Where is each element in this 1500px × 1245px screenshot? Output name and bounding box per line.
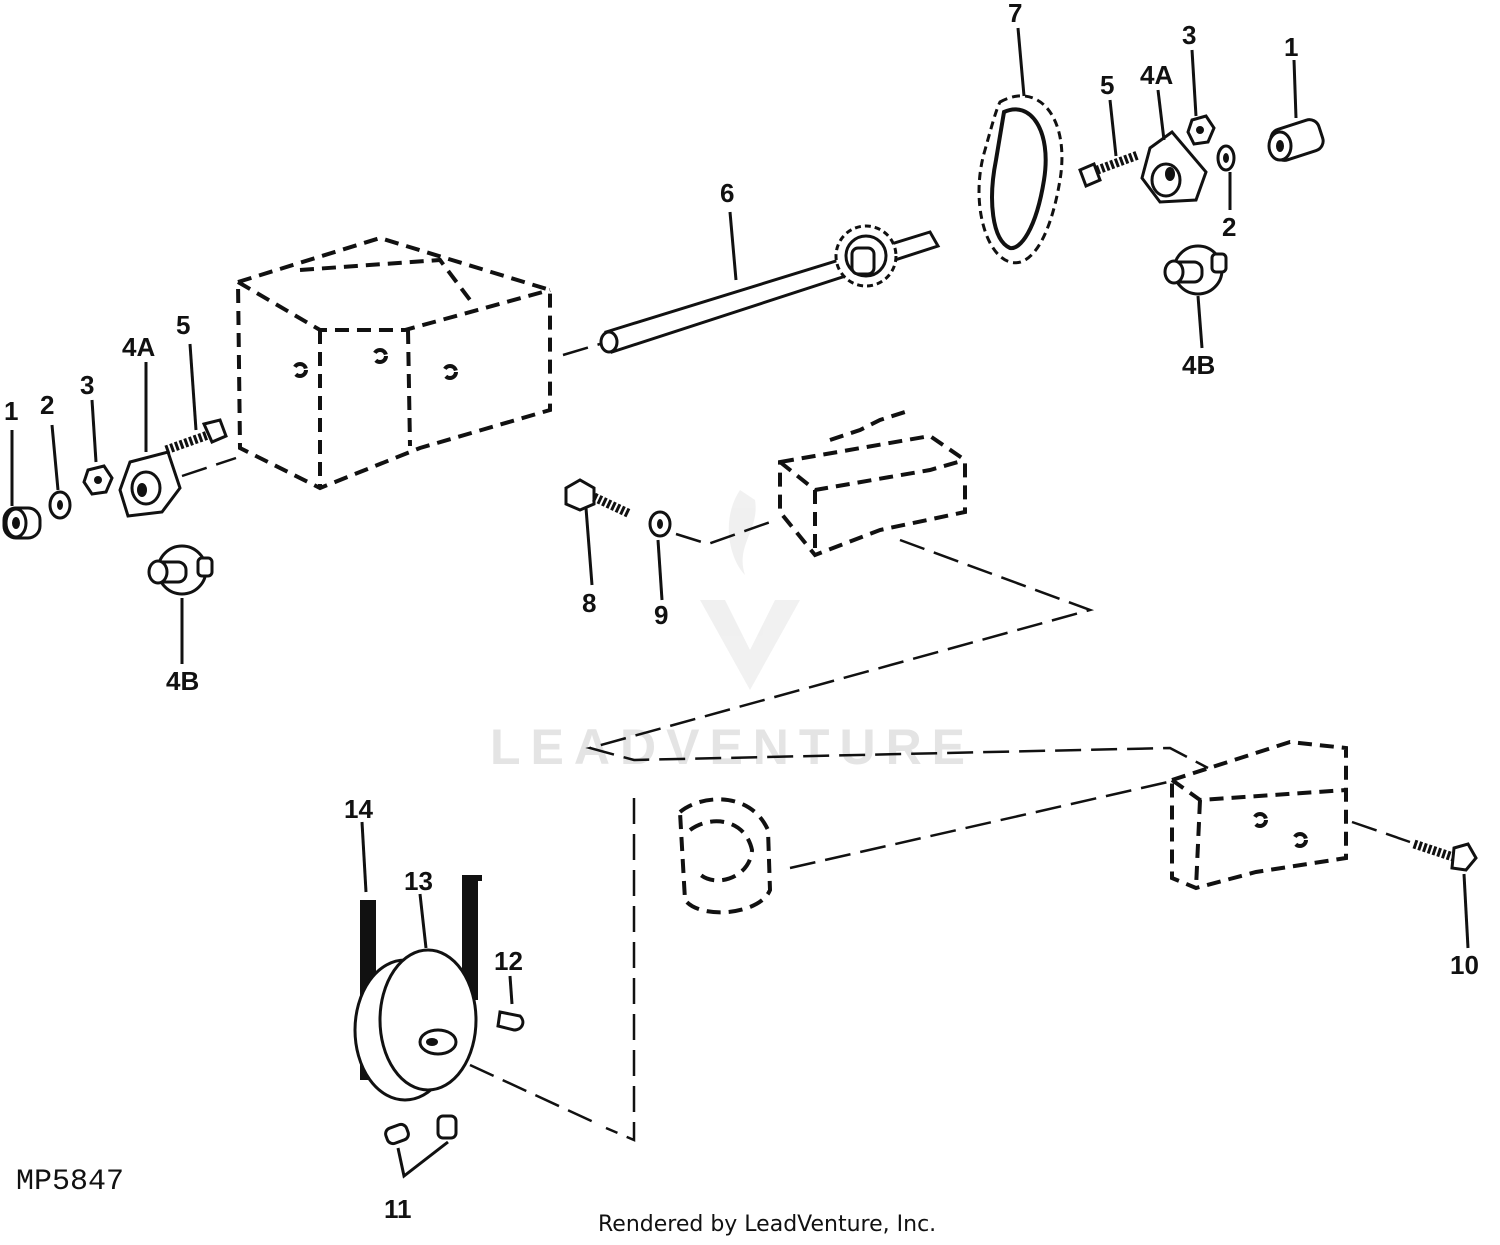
drive-chain — [977, 94, 1064, 265]
washer-left — [48, 490, 72, 520]
flange-bearing-4a-left — [118, 450, 182, 518]
pulley — [353, 948, 478, 1102]
bolt-left — [164, 418, 228, 455]
bearing-4b-left — [147, 544, 214, 596]
callout-13: 13 — [404, 866, 433, 896]
render-credit: Rendered by LeadVenture, Inc. — [598, 1212, 937, 1237]
bolt-right — [1078, 150, 1140, 188]
mounting-bracket — [778, 410, 967, 558]
callout-5-left: 5 — [176, 310, 190, 340]
callout-4a-right: 4A — [1140, 60, 1173, 90]
callout-5-right: 5 — [1100, 70, 1114, 100]
callout-2-right: 2 — [1222, 212, 1236, 242]
key-12 — [496, 1010, 525, 1032]
gearbox-housing — [235, 235, 552, 491]
sprocket — [834, 224, 898, 288]
callout-14: 14 — [344, 794, 373, 824]
callout-1-right: 1 — [1284, 32, 1298, 62]
callout-6: 6 — [720, 178, 734, 208]
bearing-4b-right — [1163, 244, 1228, 296]
callout-12: 12 — [494, 946, 523, 976]
callout-1-left: 1 — [4, 396, 18, 426]
watermark-logo-icon — [700, 490, 800, 690]
nut-right — [1186, 114, 1216, 146]
callout-4a-left: 4A — [122, 332, 155, 362]
flange-bearing-4a-right — [1140, 129, 1208, 204]
callout-8: 8 — [582, 588, 596, 618]
output-block — [1170, 739, 1348, 891]
leader-lines — [10, 27, 1470, 1179]
lock-washer-9 — [648, 510, 672, 538]
bolt-8 — [564, 478, 632, 519]
watermark-text: LEADVENTURE — [490, 719, 976, 775]
figure-id: MP5847 — [16, 1165, 125, 1199]
callout-10: 10 — [1450, 950, 1479, 980]
callout-2-left: 2 — [40, 390, 54, 420]
callout-3-right: 3 — [1182, 20, 1196, 50]
callout-4b-right: 4B — [1182, 350, 1215, 380]
callout-7: 7 — [1008, 0, 1022, 28]
bushing-right — [1267, 118, 1325, 162]
bushing-left — [2, 506, 42, 540]
nut-left — [82, 464, 114, 496]
callout-4b-left: 4B — [166, 666, 199, 696]
bolt-10 — [1412, 839, 1478, 872]
callout-3-left: 3 — [80, 370, 94, 400]
hub-housing — [677, 797, 773, 915]
set-screws-11 — [384, 1114, 458, 1146]
callout-11: 11 — [384, 1194, 412, 1224]
callout-9: 9 — [654, 600, 668, 630]
washer-right — [1216, 144, 1236, 172]
